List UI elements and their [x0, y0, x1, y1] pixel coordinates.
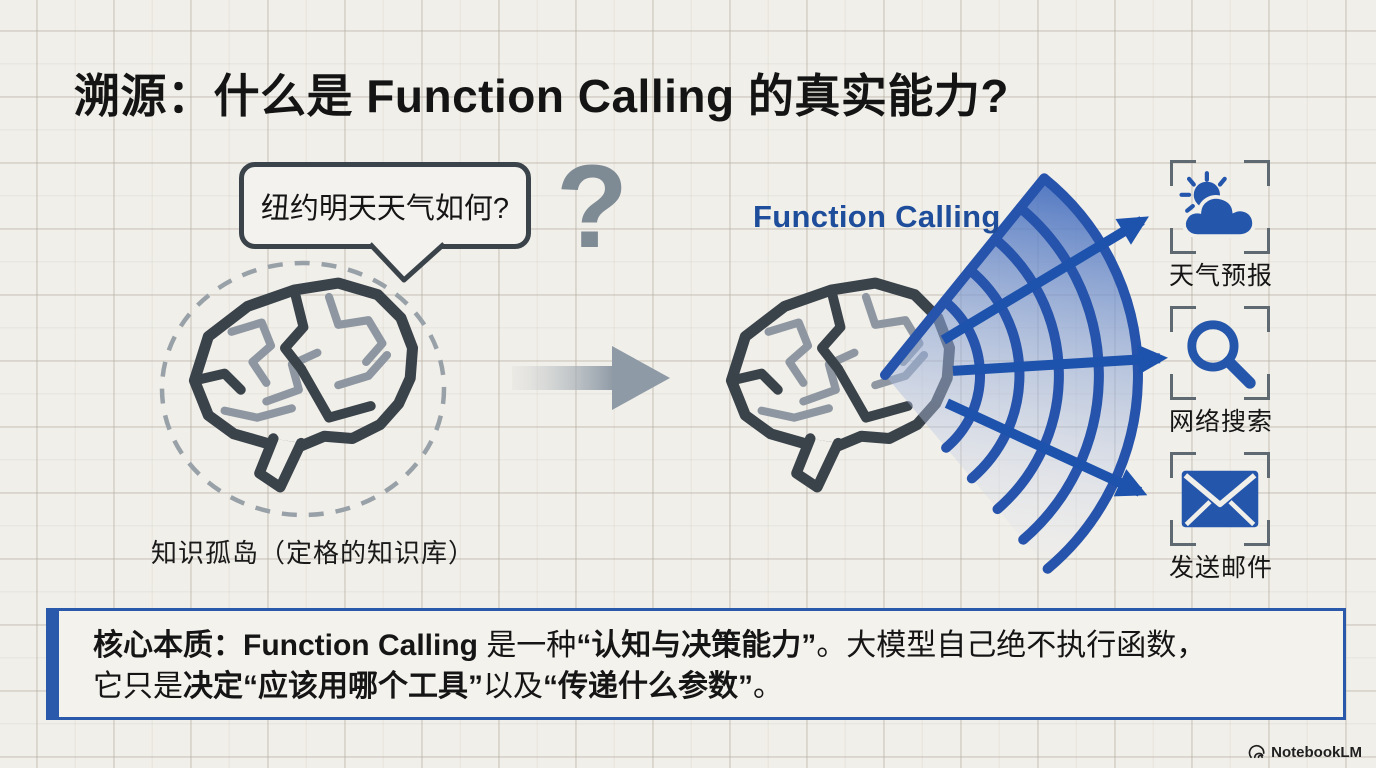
bracket-corner: [1244, 228, 1270, 254]
callout-line-1: 核心本质：Function Calling 是一种“认知与决策能力”。大模型自己…: [93, 629, 1207, 662]
tool-label-mail: 发送邮件: [1168, 554, 1273, 582]
question-mark: ?: [556, 141, 629, 273]
bracket-corner: [1244, 452, 1270, 478]
bracket-corner: [1170, 520, 1196, 546]
bracket-corner: [1170, 374, 1196, 400]
bracket-corner: [1170, 228, 1196, 254]
key-point-callout: 核心本质：Function Calling 是一种“认知与决策能力”。大模型自己…: [46, 608, 1346, 720]
page-title: 溯源：什么是 Function Calling 的真实能力?: [74, 70, 1009, 122]
brand-name: NotebookLM: [1271, 743, 1362, 761]
function-calling-label: Function Calling: [753, 199, 1001, 234]
mail-icon: [1181, 470, 1259, 528]
bracket-corner: [1244, 160, 1270, 186]
tool-label-search: 网络搜索: [1168, 408, 1273, 436]
brand-watermark: NotebookLM: [1248, 743, 1362, 761]
callout-line-2: 它只是决定“应该用哪个工具”以及“传递什么参数”。: [93, 670, 783, 703]
knowledge-island-circle: [159, 260, 447, 518]
speech-bubble: 纽约明天天气如何?: [239, 162, 531, 249]
bracket-corner: [1244, 374, 1270, 400]
tool-frame-search: [1170, 306, 1270, 400]
bracket-corner: [1244, 306, 1270, 332]
bracket-corner: [1244, 520, 1270, 546]
tool-frame-mail: [1170, 452, 1270, 546]
speech-bubble-tail: [368, 242, 446, 283]
tool-frame-weather: [1170, 160, 1270, 254]
brain-icon: [155, 262, 445, 506]
tool-label-weather: 天气预报: [1168, 262, 1273, 290]
notebooklm-logo-icon: [1248, 744, 1265, 759]
capability-fan: [880, 173, 1168, 574]
speech-bubble-text: 纽约明天天气如何?: [260, 192, 510, 225]
transition-arrow-icon: [512, 346, 670, 410]
bracket-corner: [1170, 306, 1196, 332]
bracket-corner: [1170, 160, 1196, 186]
weather-icon: [1179, 171, 1256, 238]
knowledge-island-caption: 知识孤岛（定格的知识库）: [151, 538, 476, 568]
bracket-corner: [1170, 452, 1196, 478]
search-icon: [1187, 320, 1256, 389]
